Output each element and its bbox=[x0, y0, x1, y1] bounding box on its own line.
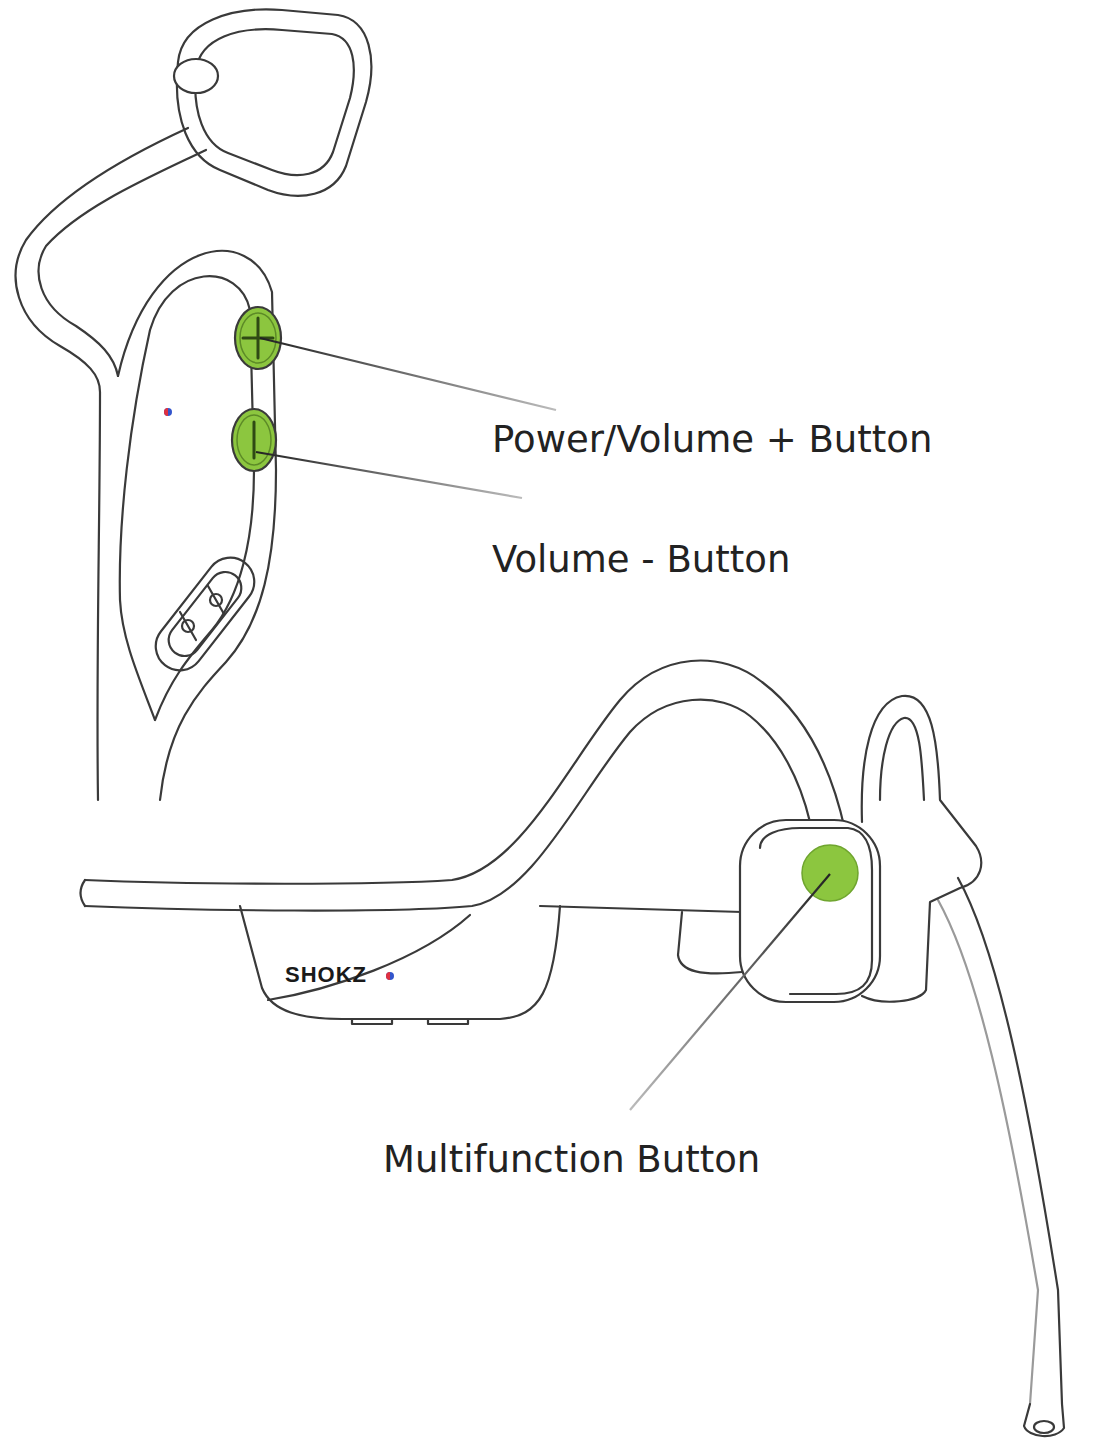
volume-down-button bbox=[232, 409, 276, 471]
battery-module-notches bbox=[352, 1019, 468, 1024]
battery-module-seam bbox=[268, 915, 470, 1000]
leader-line bbox=[256, 452, 522, 498]
control-module-outer bbox=[97, 392, 100, 800]
indicator-light bbox=[386, 972, 390, 980]
neckband-lower bbox=[85, 700, 810, 911]
volume-up-button bbox=[235, 307, 281, 369]
plus-symbol bbox=[243, 318, 273, 358]
boom-mic-tip bbox=[1024, 1404, 1064, 1436]
indicator-light bbox=[164, 408, 168, 416]
pod-button bbox=[174, 59, 218, 93]
control-module-face bbox=[120, 276, 254, 720]
charging-port-inner bbox=[162, 566, 248, 663]
callout-label: Power/Volume + Button bbox=[492, 417, 932, 463]
neckband-end bbox=[81, 880, 86, 906]
ear-hook-outer bbox=[16, 128, 188, 392]
button-group bbox=[232, 307, 858, 901]
leader-line bbox=[260, 338, 556, 410]
transducer-pod-inner bbox=[195, 29, 354, 175]
outline-group bbox=[16, 9, 1064, 1436]
charging-port bbox=[146, 548, 264, 680]
ear-hook-inner bbox=[39, 150, 206, 376]
neckband-rear-bar bbox=[540, 906, 742, 912]
callout-label: Volume - Button bbox=[492, 537, 790, 583]
indicator-group bbox=[164, 408, 394, 980]
leader-line bbox=[630, 874, 830, 1110]
earpiece bbox=[740, 820, 880, 1002]
volume-down-button-rim bbox=[237, 415, 271, 465]
volume-up-button-rim bbox=[240, 313, 276, 363]
charging-pin-lead bbox=[180, 586, 224, 640]
rear-pad bbox=[678, 912, 742, 973]
ear-hook-rear-inner bbox=[880, 718, 924, 800]
boom-mic-port bbox=[1034, 1421, 1054, 1433]
brand-logo-text: SHOKZ bbox=[285, 961, 367, 989]
battery-module bbox=[240, 906, 560, 1019]
boom-mic bbox=[938, 900, 1038, 1404]
multifunction-button bbox=[802, 845, 858, 901]
minus-symbol bbox=[253, 422, 256, 458]
earpiece-inner bbox=[760, 828, 872, 994]
indicator-light bbox=[386, 972, 394, 980]
indicator-light bbox=[164, 408, 172, 416]
callout-label: Multifunction Button bbox=[383, 1137, 760, 1183]
transducer-pod bbox=[177, 9, 371, 195]
neckband-upper bbox=[85, 661, 845, 884]
